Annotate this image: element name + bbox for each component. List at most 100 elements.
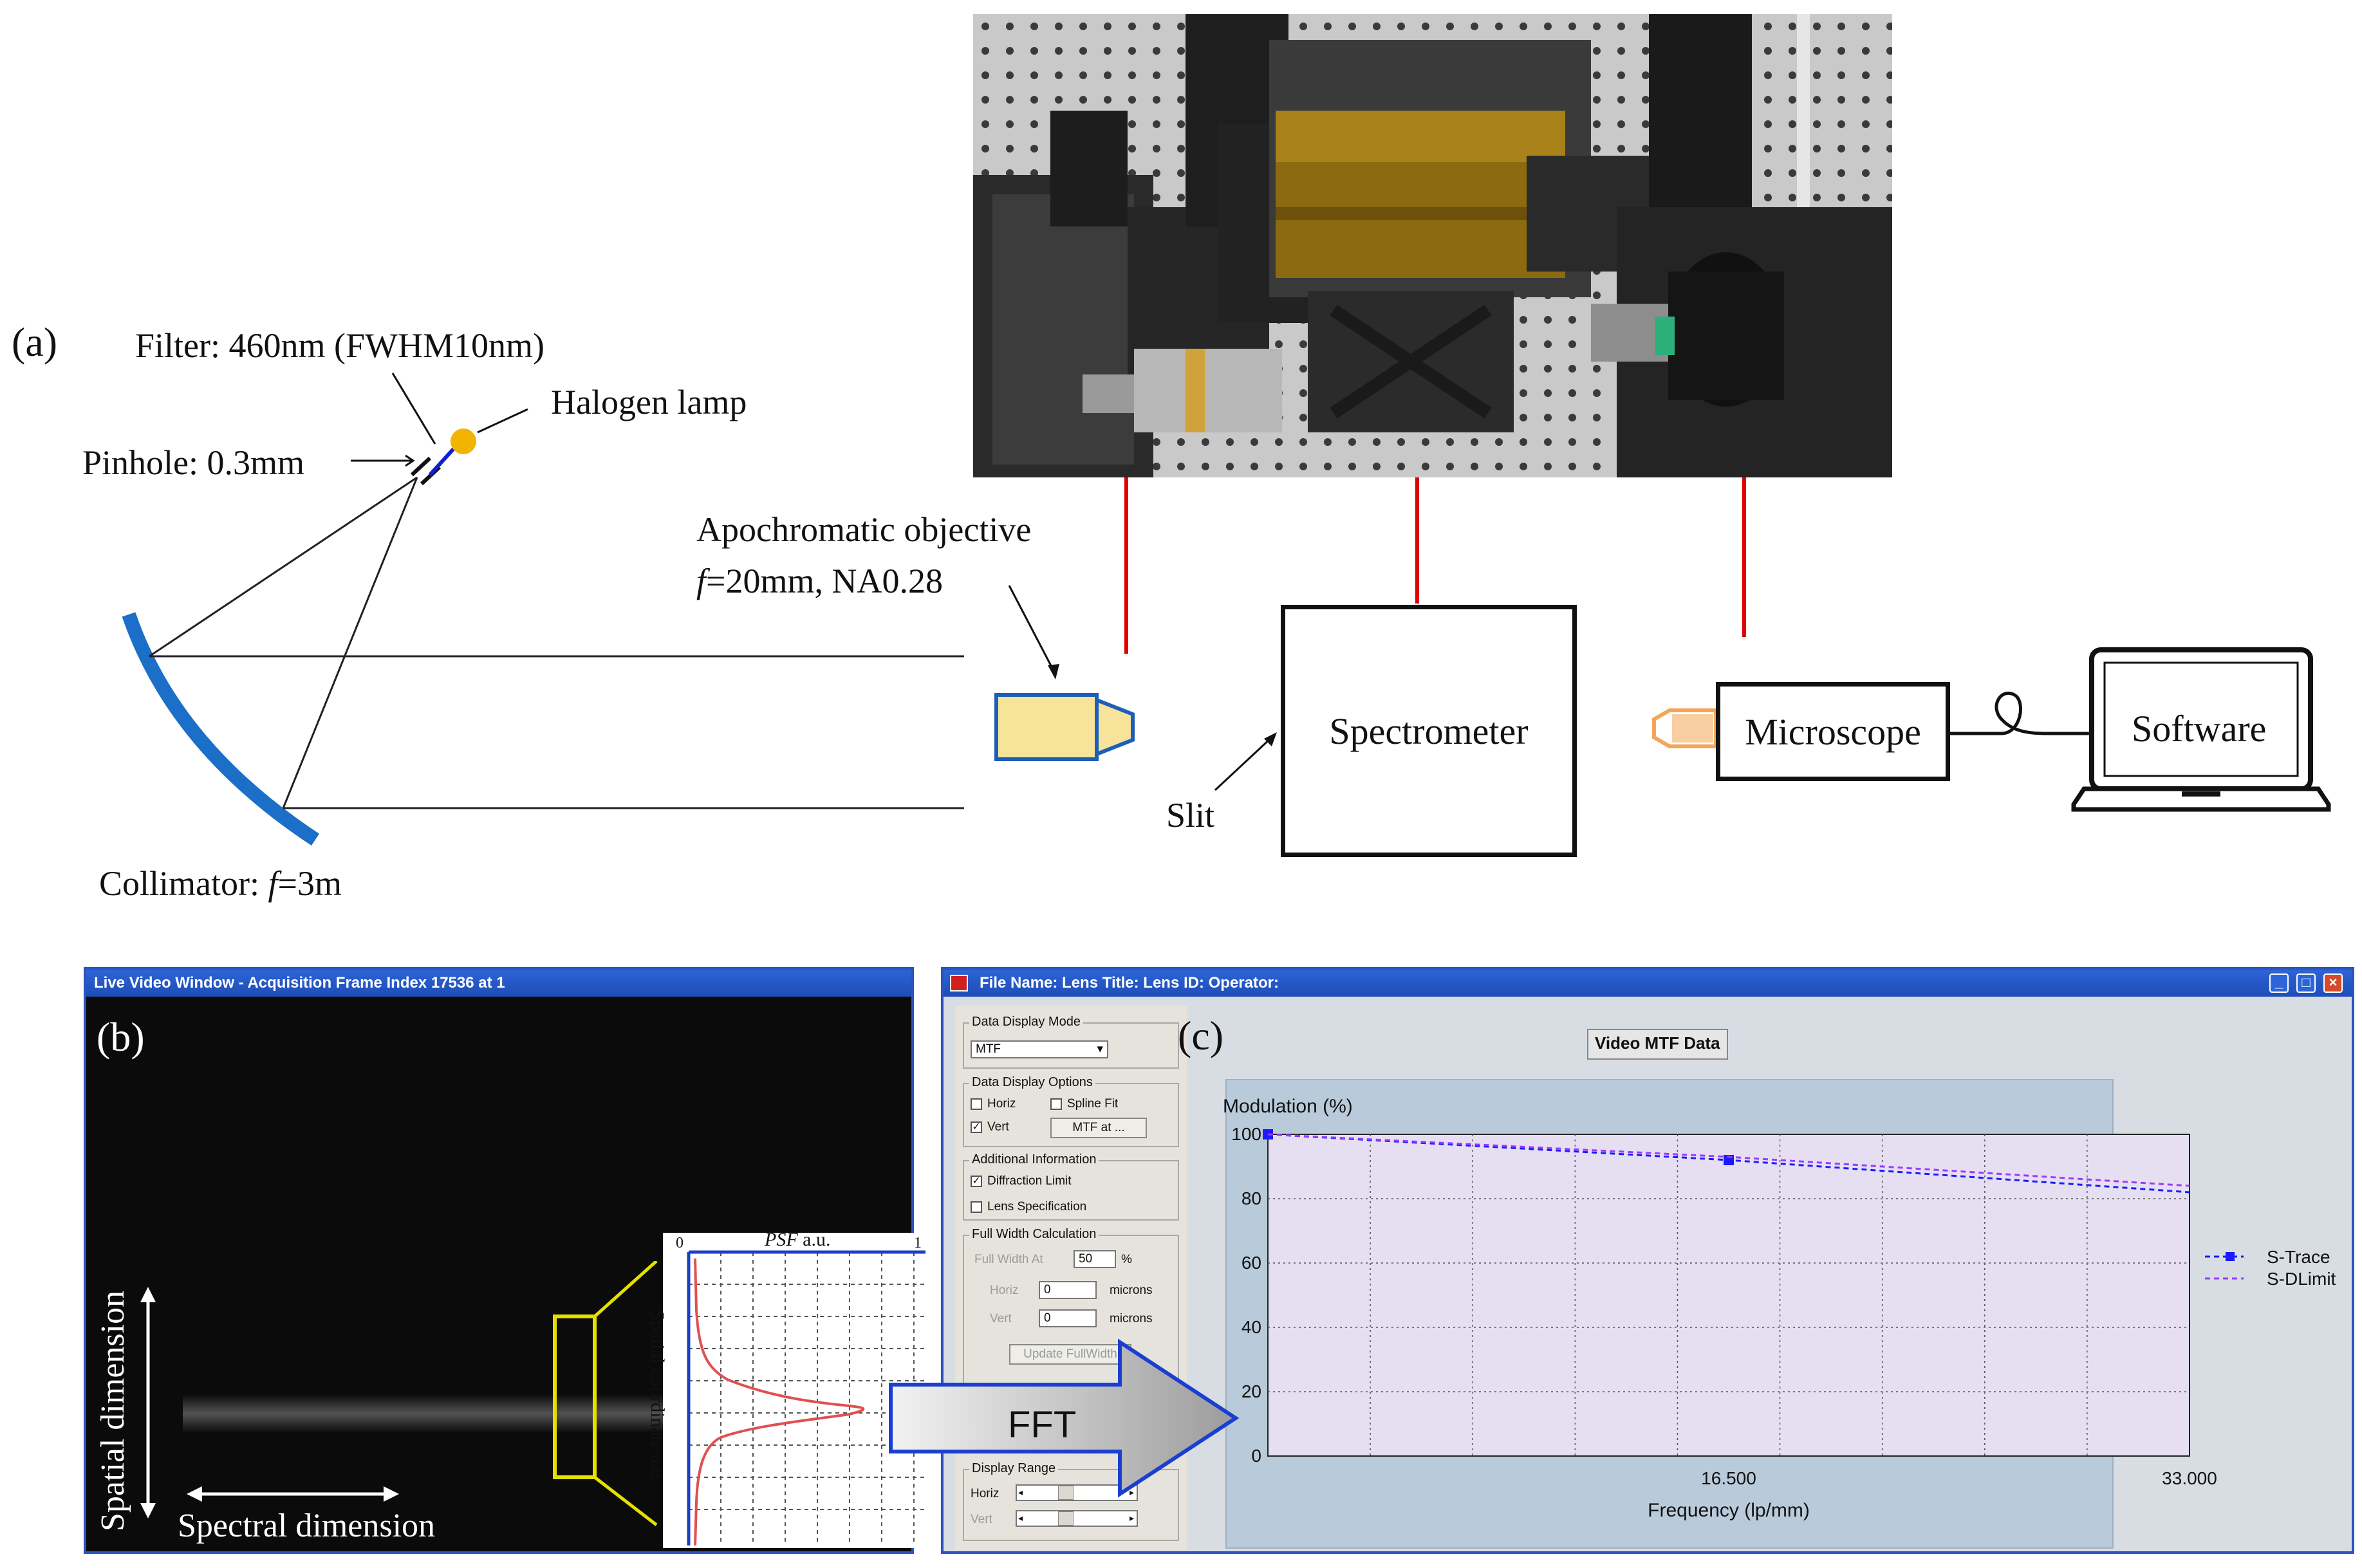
vert-label: Vert [987, 1120, 1009, 1134]
chevron-down-icon: ▾ [1097, 1042, 1103, 1056]
collimator-label: Collimator: f=3m [99, 864, 342, 903]
fw-horiz-label: Horiz [990, 1284, 1019, 1297]
fw-horiz-input[interactable]: 0 [1039, 1281, 1097, 1299]
spectrometer-box: Spectrometer [1281, 605, 1577, 857]
legend-label: S-DLimit [2267, 1269, 2336, 1289]
microscope-label: Microscope [1745, 710, 1921, 753]
range-vert-slider[interactable]: ◂▸ [1016, 1510, 1138, 1527]
legend-marker [2226, 1252, 2235, 1261]
mtf-window-title: File Name: Lens Title: Lens ID: Operator… [980, 974, 1279, 992]
microns-label-1: microns [1110, 1284, 1153, 1297]
optical-schematic [122, 372, 2331, 846]
fw-vert-input[interactable]: 0 [1039, 1309, 1097, 1327]
x-axis-label: Frequency (lp/mm) [1648, 1500, 1810, 1521]
spectral-dimension-label: Spectral dimension [178, 1508, 436, 1544]
full-width-input[interactable]: 50 [1074, 1250, 1116, 1268]
mtf-window-titlebar: File Name: Lens Title: Lens ID: Operator… [944, 970, 2352, 997]
psf-region-box [553, 1314, 597, 1479]
y-tick-label: 100 [1231, 1124, 1261, 1144]
lens-spec-checkbox[interactable] [971, 1201, 982, 1213]
maximize-icon[interactable]: □ [2296, 973, 2316, 993]
panel-c-label: (c) [1178, 1013, 1224, 1058]
mtf-at-button[interactable]: MTF at ... [1050, 1118, 1147, 1138]
y-tick-label: 40 [1241, 1317, 1261, 1337]
fft-arrow [889, 1338, 1240, 1498]
pinhole-mark [410, 456, 432, 477]
filter-label: Filter: 460nm (FWHM10nm) [135, 326, 544, 365]
scroll-right-icon: ▸ [1129, 1513, 1134, 1523]
diffraction-limit-checkbox[interactable]: ✓ [971, 1176, 982, 1187]
objective-nose [1095, 697, 1135, 757]
lens-spec-label: Lens Specification [987, 1200, 1087, 1213]
software-label: Software [2132, 708, 2267, 750]
scroll-left-icon: ◂ [1018, 1487, 1023, 1497]
beam-source-bottom [282, 477, 418, 809]
fft-label: FFT [1008, 1404, 1077, 1446]
full-width-at-label: Full Width At [974, 1253, 1043, 1266]
mode-select[interactable]: MTF ▾ [971, 1040, 1108, 1058]
group-display-range: Display Range Horiz ◂▸ Vert ◂▸ [963, 1461, 1179, 1541]
label-display-mode: Data Display Mode [969, 1015, 1083, 1029]
collimator-mirror [122, 612, 320, 846]
dimension-arrows [140, 1261, 658, 1526]
psf-curve [694, 1258, 865, 1546]
legend-label: S-Trace [2267, 1247, 2330, 1267]
panel-a-label: (a) [12, 319, 58, 365]
laptop-base [2071, 786, 2331, 812]
label-display-range: Display Range [969, 1461, 1059, 1476]
series-line-s-dlimit [1267, 1133, 2190, 1187]
vert-checkbox[interactable]: ✓ [971, 1121, 982, 1133]
horiz-label: Horiz [987, 1097, 1016, 1111]
panel-b-label: (b) [97, 1014, 145, 1060]
mtf-plot-area [1267, 1134, 2190, 1457]
y-axis-label: Modulation (%) [1223, 1096, 1353, 1117]
label-additional-info: Additional Information [969, 1152, 1099, 1167]
lamp-label: Halogen lamp [551, 383, 747, 421]
close-icon[interactable]: × [2323, 973, 2343, 993]
mode-select-value: MTF [976, 1042, 1001, 1056]
range-horiz-slider[interactable]: ◂▸ [1016, 1484, 1138, 1501]
slider-thumb[interactable] [1058, 1511, 1074, 1526]
slit-label: Slit [1166, 796, 1215, 835]
live-video-title: Live Video Window - Acquisition Frame In… [86, 970, 911, 997]
minimize-icon[interactable]: _ [2269, 973, 2289, 993]
scroll-right-icon: ▸ [1129, 1487, 1134, 1497]
update-fullwidth-button[interactable]: Update FullWidth [1009, 1344, 1131, 1365]
objective-spec: f=20mm, NA0.28 [696, 562, 943, 600]
range-horiz-label: Horiz [971, 1487, 1000, 1500]
psf-axis-label: Spatial coordinate a.u. [647, 1310, 668, 1483]
label-display-options: Data Display Options [969, 1075, 1095, 1090]
group-display-mode: Data Display Mode MTF ▾ [963, 1015, 1179, 1069]
halogen-lamp [451, 429, 476, 454]
psf-tick-0: 0 [676, 1235, 683, 1251]
objective-body [994, 693, 1099, 761]
pinhole-label: Pinhole: 0.3mm [82, 443, 305, 482]
percent-label: % [1121, 1253, 1132, 1266]
spline-fit-checkbox[interactable] [1050, 1098, 1062, 1110]
range-vert-label: Vert [971, 1513, 992, 1526]
spline-fit-label: Spline Fit [1067, 1097, 1119, 1111]
label-full-width: Full Width Calculation [969, 1227, 1099, 1242]
y-tick-label: 0 [1251, 1446, 1261, 1466]
leader-filter [391, 373, 436, 445]
leader-slit [1214, 736, 1273, 791]
group-additional-info: Additional Information ✓ Diffraction Lim… [963, 1152, 1179, 1221]
setup-photo [973, 14, 1892, 477]
filter-mark [428, 445, 458, 477]
fw-vert-label: Vert [990, 1312, 1012, 1325]
leader-lamp [477, 408, 528, 434]
y-tick-label: 20 [1241, 1381, 1261, 1401]
leader-objective [1008, 585, 1057, 675]
psf-inset [663, 1233, 928, 1548]
spatial-dimension-label: Spatial dimension [95, 1290, 131, 1531]
y-tick-label: 80 [1241, 1188, 1261, 1208]
beam-source-top [149, 476, 418, 658]
x-tick-label: 33.000 [2162, 1468, 2217, 1488]
objective-label: Apochromatic objective [696, 510, 1032, 549]
horiz-checkbox[interactable] [971, 1098, 982, 1110]
slider-thumb[interactable] [1058, 1486, 1074, 1500]
psf-title: PSF a.u. [765, 1229, 831, 1250]
cable [1945, 692, 2099, 735]
